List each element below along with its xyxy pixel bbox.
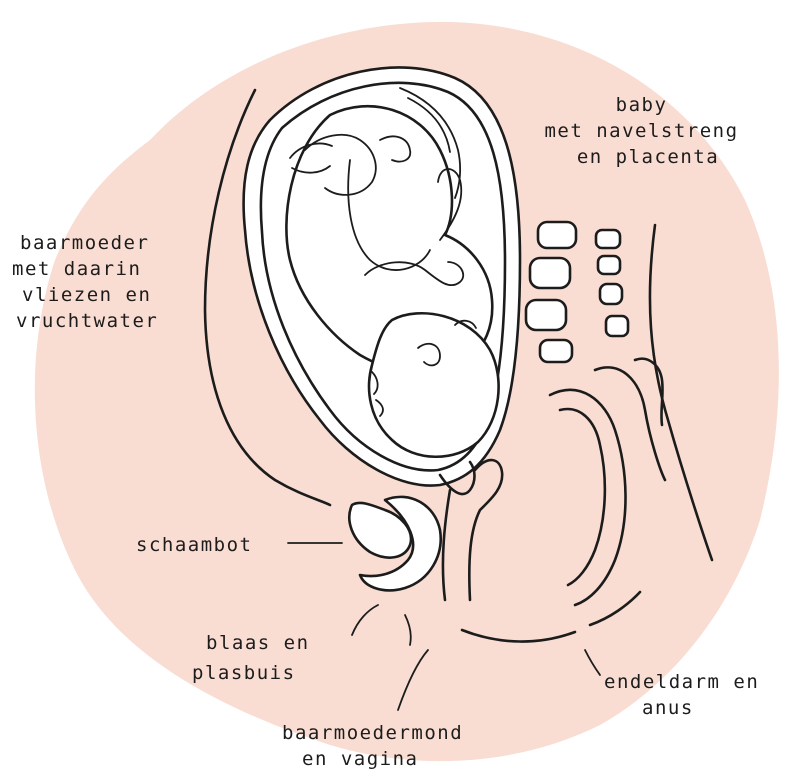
vertebra [598,256,620,274]
vertebra [596,230,620,248]
label-line: endeldarm en [604,671,759,693]
vertebra [600,284,622,304]
label-line: vliezen en [22,284,151,306]
label-line: vruchtwater [16,310,158,332]
label-line: baarmoedermond [282,722,463,744]
label-line: baby [616,94,668,116]
vertebra [606,316,628,336]
label-line: anus [642,697,694,719]
vertebra [538,222,576,248]
vertebra [530,258,570,288]
label-line: schaambot [136,534,252,556]
label-line: en vagina [302,748,418,770]
label-line: met daarin [12,258,141,280]
label-pubic-bone: schaambot [136,534,252,556]
baby-head [369,313,499,457]
vertebra [526,300,566,330]
label-line: met navelstreng [544,120,738,142]
vertebra [540,340,572,362]
label-line: plasbuis [192,662,296,684]
label-line: baarmoeder [20,232,149,254]
label-line: blaas en [206,632,310,654]
label-line: en placenta [577,146,719,168]
